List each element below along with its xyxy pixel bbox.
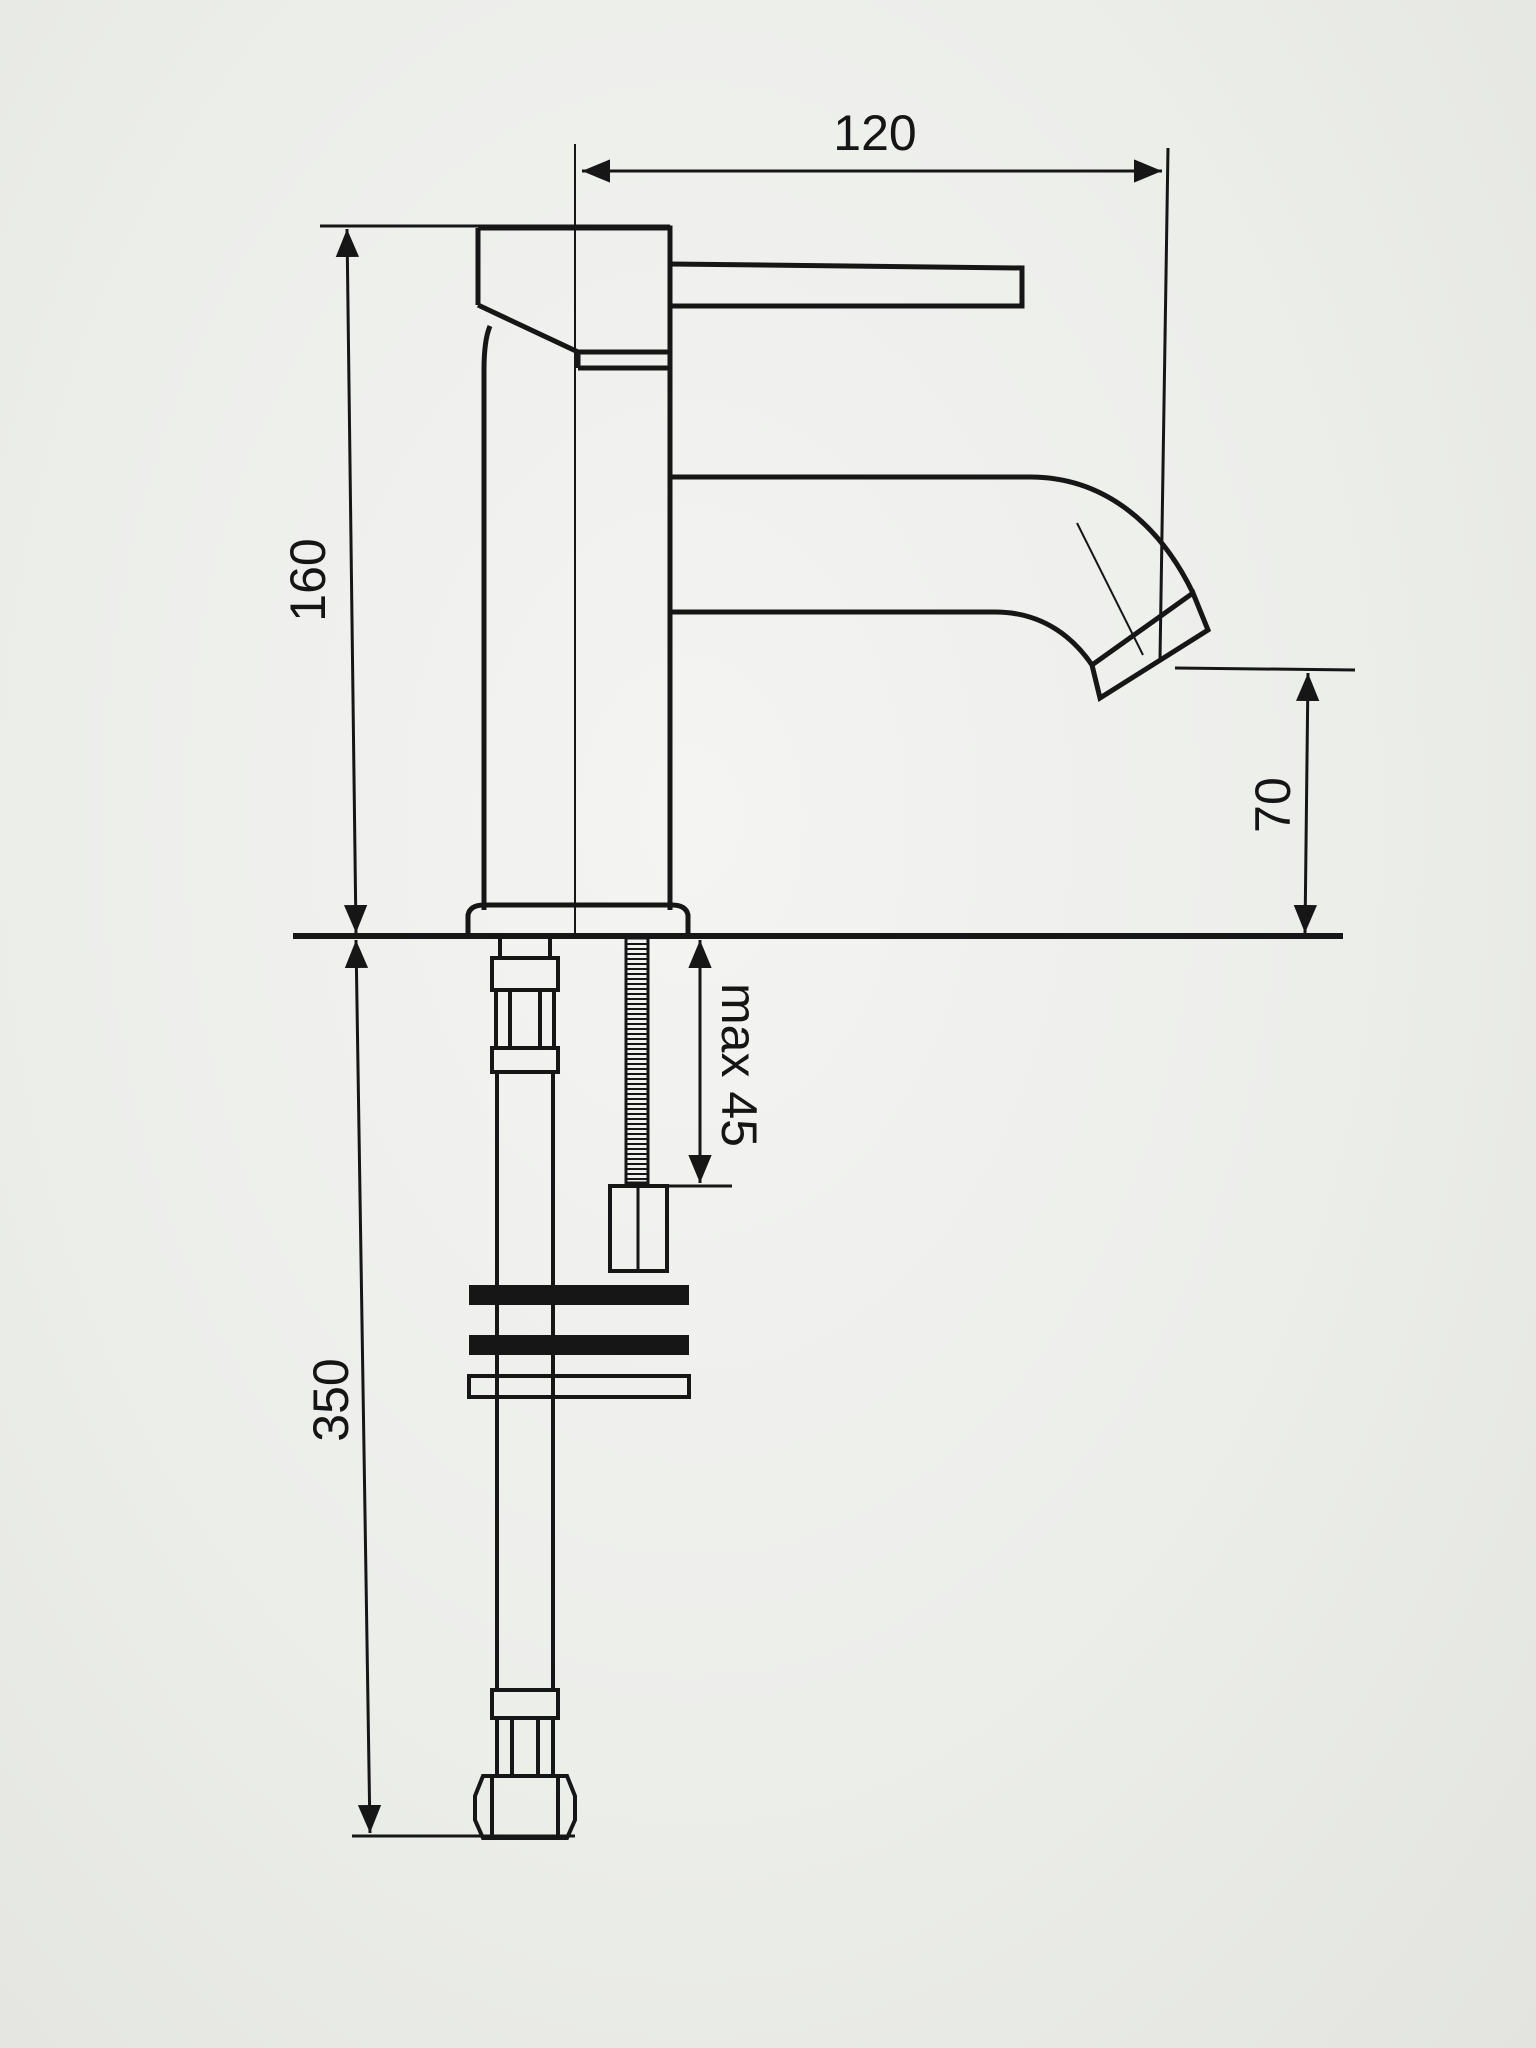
dim-hose-length — [344, 939, 575, 1838]
label-thread-length: max 45 — [711, 983, 767, 1147]
label-spout-clearance: 70 — [1245, 777, 1301, 833]
spout — [670, 474, 1212, 702]
base-flange — [465, 902, 691, 936]
dim-spout-clearance — [1174, 666, 1356, 934]
label-body-height: 160 — [280, 538, 336, 621]
dim-spout-reach — [582, 147, 1170, 661]
fixing-plates — [467, 1285, 691, 1399]
dim-body-height — [320, 224, 670, 934]
hose-nut — [473, 1774, 577, 1840]
threaded-rod — [608, 936, 669, 1273]
handle-lever — [669, 261, 1025, 309]
supply-hose — [473, 934, 577, 1840]
label-spout-reach: 120 — [833, 105, 916, 161]
faucet-body — [465, 225, 1025, 936]
dim-thread-length — [667, 940, 732, 1188]
aerator — [1089, 589, 1212, 702]
label-hose-length: 350 — [303, 1358, 359, 1441]
